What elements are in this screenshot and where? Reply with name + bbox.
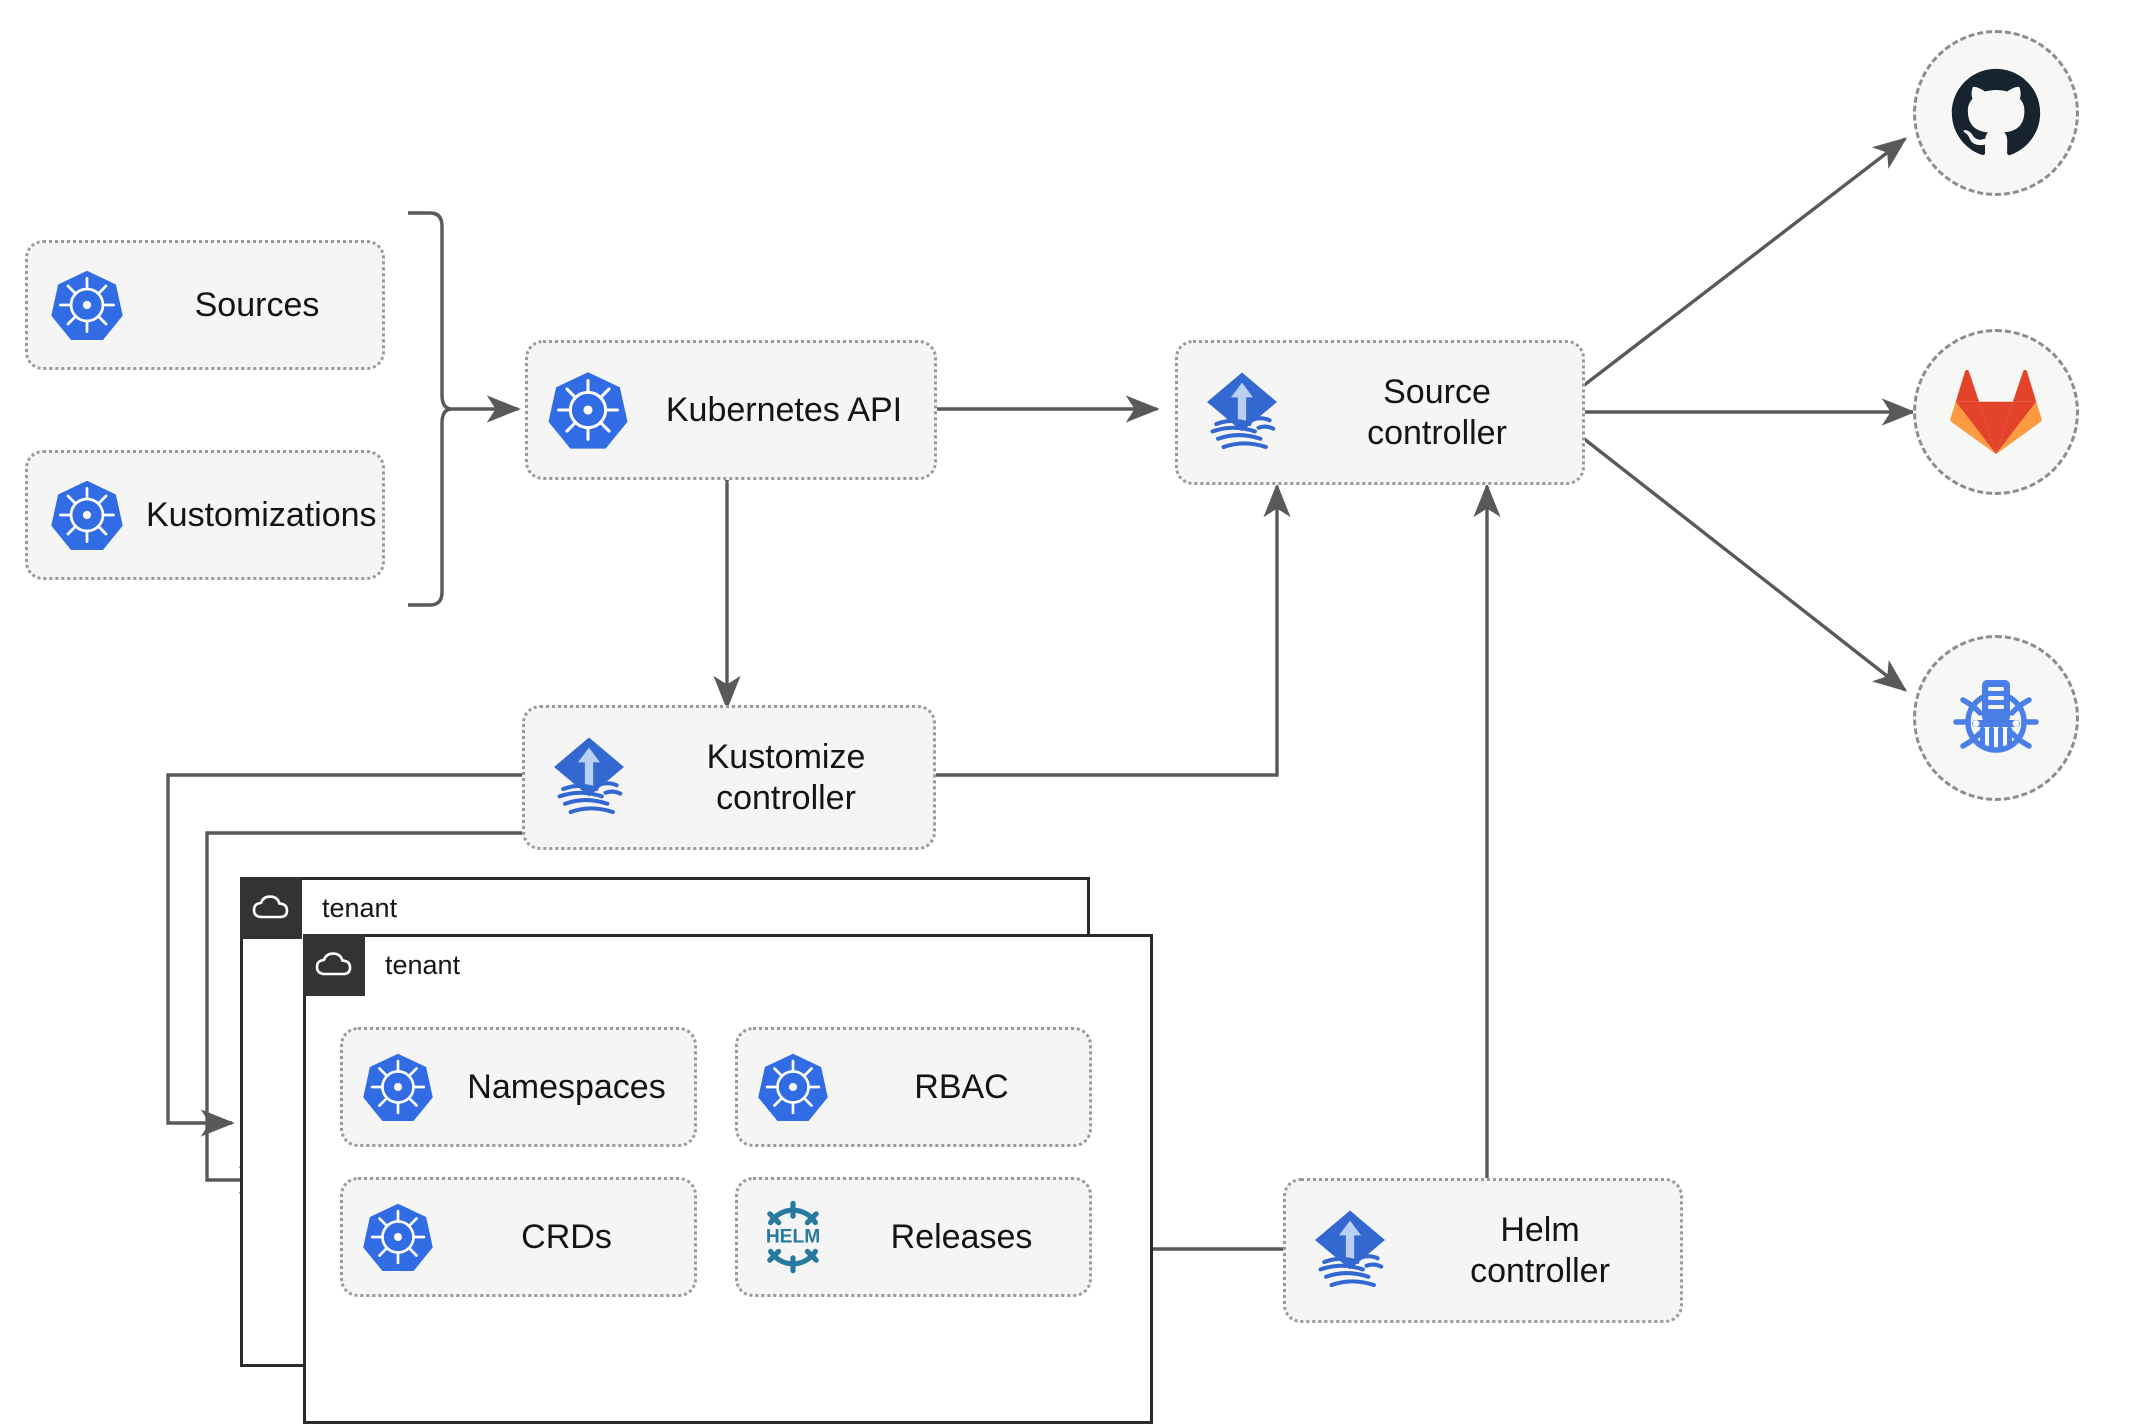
wire-kustomize-source	[936, 483, 1291, 777]
controller-label: Helm controller	[1470, 1210, 1610, 1290]
kubernetes-icon	[28, 267, 146, 343]
cloud-icon	[303, 934, 365, 996]
kubernetes-icon	[343, 1200, 453, 1274]
tenant-object-label: CRDs	[521, 1217, 612, 1256]
provider-registry[interactable]	[1913, 635, 2079, 801]
resource-label: Sources	[194, 285, 320, 324]
tenant-outer-label: tenant	[322, 893, 398, 923]
controller-helm[interactable]: Helm controller	[1283, 1178, 1683, 1323]
controller-source[interactable]: Source controller	[1175, 340, 1585, 485]
controller-kustomize[interactable]: Kustomize controller	[522, 705, 936, 850]
resource-label: Kustomizations	[146, 495, 377, 534]
flux-icon	[525, 732, 653, 824]
provider-github[interactable]	[1913, 30, 2079, 196]
kubernetes-icon	[528, 368, 648, 452]
cloud-icon	[240, 877, 302, 939]
tenant-inner-header: tenant	[303, 934, 460, 996]
controller-kubernetes-api[interactable]: Kubernetes API	[525, 340, 937, 480]
kubernetes-icon	[28, 477, 146, 553]
controller-label: Kustomize controller	[706, 737, 866, 817]
tenant-object-rbac[interactable]: RBAC	[735, 1027, 1092, 1147]
tenant-object-crds[interactable]: CRDs	[340, 1177, 697, 1297]
resource-sources[interactable]: Sources	[25, 240, 385, 370]
tenant-outer-header: tenant	[240, 877, 397, 939]
provider-gitlab[interactable]	[1913, 329, 2079, 495]
controller-label: Kubernetes API	[665, 390, 903, 429]
wire-source-github	[1581, 137, 1908, 388]
wire-resources-bracket	[408, 211, 453, 607]
flux-icon	[1286, 1205, 1414, 1297]
tenant-object-namespaces[interactable]: Namespaces	[340, 1027, 697, 1147]
gitlab-icon	[1950, 369, 2042, 455]
registry-icon	[1953, 680, 2039, 753]
svg-text:HELM: HELM	[766, 1227, 820, 1248]
kubernetes-icon	[343, 1050, 453, 1124]
kubernetes-icon	[738, 1050, 848, 1124]
controller-label: Source controller	[1367, 372, 1507, 452]
tenant-object-releases[interactable]: HELM Releases	[735, 1177, 1092, 1297]
tenant-object-label: Releases	[890, 1217, 1033, 1256]
tenant-object-label: RBAC	[914, 1067, 1009, 1106]
tenant-object-label: Namespaces	[467, 1067, 666, 1106]
helm-icon: HELM	[738, 1197, 848, 1277]
resource-kustomizations[interactable]: Kustomizations	[25, 450, 385, 580]
wire-source-registry	[1581, 436, 1908, 692]
flux-icon	[1178, 367, 1306, 459]
github-icon	[1951, 68, 2041, 156]
tenant-inner-label: tenant	[385, 950, 461, 980]
